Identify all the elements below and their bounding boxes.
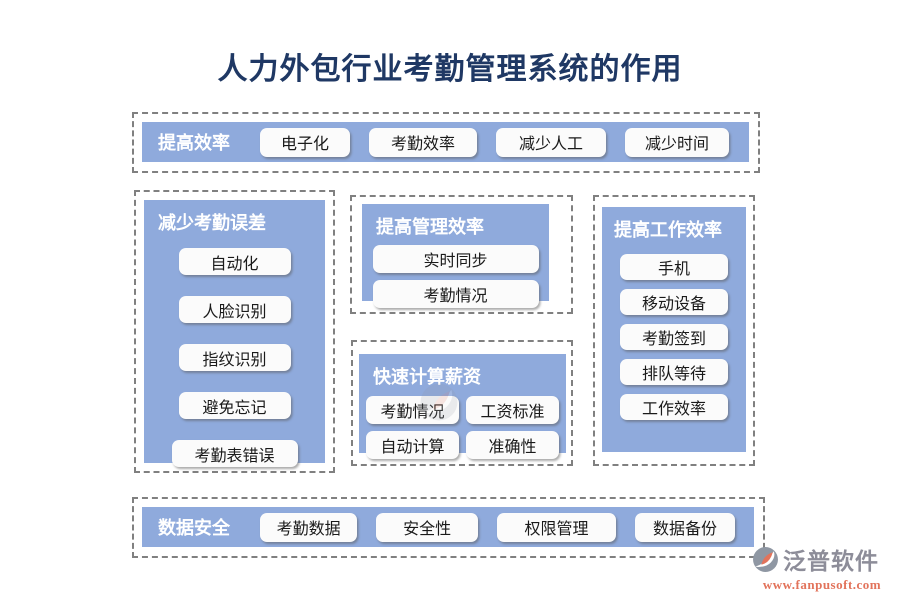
data-security-panel: 数据安全 考勤数据 安全性 权限管理 数据备份 [142,507,754,547]
tag-work-efficiency[interactable]: 工作效率 [620,394,728,420]
tag-reduce-time[interactable]: 减少时间 [625,127,729,157]
group-improve-work-efficiency: 提高工作效率 手机 移动设备 考勤签到 排队等待 工作效率 [593,195,755,466]
tag-fingerprint-recognition[interactable]: 指纹识别 [178,344,291,371]
brand-name: 泛普软件 [783,549,879,574]
tag-mobile-phone[interactable]: 手机 [620,254,728,280]
tag-queue-waiting[interactable]: 排队等待 [620,359,728,385]
tag-mobile-device[interactable]: 移动设备 [620,289,728,315]
tag-reduce-labor[interactable]: 减少人工 [496,127,606,157]
group-label-data-security: 数据安全 [158,518,230,538]
group-improve-management-efficiency: 提高管理效率 实时同步 考勤情况 [350,195,573,314]
reduce-attendance-error-panel: 减少考勤误差 自动化 人脸识别 指纹识别 避免忘记 考勤表错误 [144,200,325,467]
tag-attendance-data[interactable]: 考勤数据 [260,512,358,542]
group-label-reduce-attendance-error: 减少考勤误差 [158,213,266,233]
tag-face-recognition[interactable]: 人脸识别 [178,296,291,323]
group-data-security: 数据安全 考勤数据 安全性 权限管理 数据备份 [132,497,765,558]
improve-management-efficiency-panel: 提高管理效率 实时同步 考勤情况 [362,204,549,308]
group-label-improve-management-efficiency: 提高管理效率 [376,217,484,237]
tag-attendance-status-salary[interactable]: 考勤情况 [366,396,459,424]
page-title: 人力外包行业考勤管理系统的作用 [217,53,683,86]
tag-salary-standard[interactable]: 工资标准 [466,396,559,424]
fanpu-logo-icon [753,546,778,572]
group-label-improve-work-efficiency: 提高工作效率 [614,220,722,240]
group-reduce-attendance-error: 减少考勤误差 自动化 人脸识别 指纹识别 避免忘记 考勤表错误 [134,190,335,473]
tag-auto-calculation[interactable]: 自动计算 [366,431,459,459]
tag-data-backup[interactable]: 数据备份 [634,512,735,542]
tag-attendance-status[interactable]: 考勤情况 [372,280,539,308]
group-label-fast-salary-calculation: 快速计算薪资 [373,367,481,387]
tag-attendance-efficiency[interactable]: 考勤效率 [369,127,477,157]
tag-electronic[interactable]: 电子化 [260,127,350,157]
improve-efficiency-panel: 提高效率 电子化 考勤效率 减少人工 减少时间 [142,122,749,162]
brand-url[interactable]: www.fanpusoft.com [762,577,882,592]
tag-realtime-sync[interactable]: 实时同步 [372,245,539,273]
tag-avoid-forgetting[interactable]: 避免忘记 [178,392,291,419]
group-label-improve-efficiency: 提高效率 [158,133,230,153]
improve-work-efficiency-panel: 提高工作效率 手机 移动设备 考勤签到 排队等待 工作效率 [602,207,746,452]
group-fast-salary-calculation: 快速计算薪资 考勤情况 工资标准 自动计算 准确性 [351,340,573,466]
group-improve-efficiency: 提高效率 电子化 考勤效率 减少人工 减少时间 [132,112,760,173]
tag-attendance-checkin[interactable]: 考勤签到 [620,324,728,350]
tag-permission-management[interactable]: 权限管理 [497,512,616,542]
fast-salary-calculation-panel: 快速计算薪资 考勤情况 工资标准 自动计算 准确性 [359,354,566,459]
tag-automation[interactable]: 自动化 [178,248,291,275]
tag-accuracy[interactable]: 准确性 [466,431,559,459]
tag-timesheet-errors[interactable]: 考勤表错误 [171,440,298,467]
brand-footer: 泛普软件 www.fanpusoft.com [752,542,892,592]
tag-security[interactable]: 安全性 [376,512,479,542]
